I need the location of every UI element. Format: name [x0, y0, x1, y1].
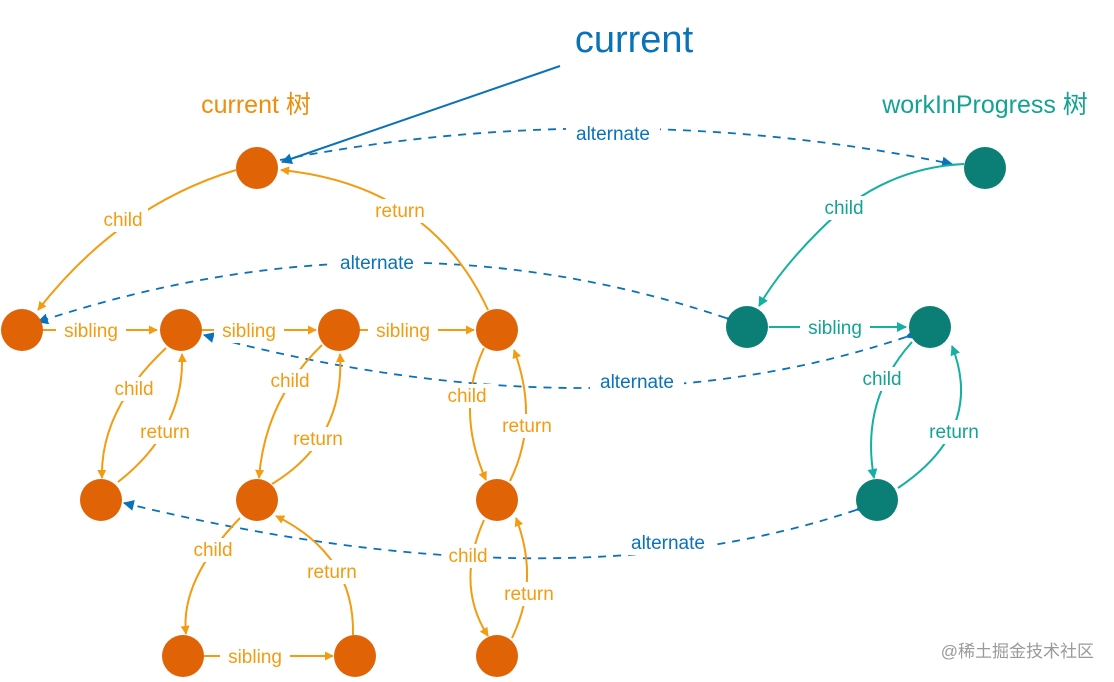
- current-node-c2: [160, 309, 202, 351]
- label-alternate-root: alternate: [576, 124, 650, 145]
- label-return-w3-w2: return: [929, 422, 979, 443]
- label-alternate-level1b: alternate: [600, 372, 674, 393]
- current-node-g1: [80, 479, 122, 521]
- wip-tree-label: workInProgress 树: [881, 91, 1088, 119]
- edge-return-g1-c2: [117, 353, 187, 483]
- label-return-h3-g3: return: [504, 584, 554, 605]
- edge-child-g3-h3: [469, 519, 489, 637]
- label-sibling-c1-c2: sibling: [64, 321, 118, 342]
- label-return-c4-root: return: [375, 201, 425, 222]
- label-child-wroot-w1: child: [824, 198, 863, 219]
- edge-child-g2-h1: [180, 517, 241, 635]
- current-node-g2: [236, 479, 278, 521]
- watermark: @稀土掘金技术社区: [941, 642, 1094, 661]
- label-return-g1-c2: return: [140, 422, 190, 443]
- current-pointer-arrow: [280, 65, 561, 164]
- edge-child-c4-g3: [469, 347, 487, 481]
- current-node-c3: [318, 309, 360, 351]
- label-sibling-c2-c3: sibling: [222, 321, 276, 342]
- edge-child-root-c1: [37, 169, 237, 311]
- label-child-c2-g1: child: [114, 379, 153, 400]
- label-alternate-level1: alternate: [340, 253, 414, 274]
- wip-node-w2: [909, 306, 951, 348]
- label-child-g2-h1: child: [193, 540, 232, 561]
- current-node-g3: [476, 479, 518, 521]
- current-node-h3: [476, 635, 518, 677]
- current-node-h2: [334, 635, 376, 677]
- edge-child-c3-g2: [255, 344, 323, 479]
- label-return-g2-c3: return: [293, 429, 343, 450]
- edge-child-w2-w3: [867, 341, 913, 479]
- label-child-c3-g2: child: [270, 371, 309, 392]
- alternate-edge-level1b: [202, 328, 918, 389]
- current-node-c4: [476, 309, 518, 351]
- edge-return-c4-root: [280, 166, 489, 311]
- label-child-g3-h3: child: [448, 546, 487, 567]
- wip-root-node: [964, 147, 1006, 189]
- label-sibling-c3-c4: sibling: [376, 321, 430, 342]
- alternate-edge-level2: [122, 500, 868, 560]
- wip-node-w1: [726, 306, 768, 348]
- label-return-h2-g2: return: [307, 562, 357, 583]
- current-node-c1: [1, 309, 43, 351]
- edge-return-w3-w2: [897, 345, 963, 489]
- label-child-w2-w3: child: [862, 369, 901, 390]
- edge-child-c2-g1: [97, 347, 167, 479]
- label-return-g3-c4: return: [502, 416, 552, 437]
- current-node-h1: [162, 635, 204, 677]
- label-child-c4-g3: child: [447, 386, 486, 407]
- label-sibling-w1-w2: sibling: [808, 318, 862, 339]
- edge-child-wroot-w1: [758, 163, 965, 307]
- label-child-root-c1: child: [103, 210, 142, 231]
- current-tree-label: current 树: [201, 91, 311, 119]
- label-alternate-level2: alternate: [631, 533, 705, 554]
- wip-node-w3: [856, 479, 898, 521]
- label-sibling-h1-h2: sibling: [228, 647, 282, 668]
- current-pointer-label: current: [575, 19, 694, 61]
- edge-return-h3-g3: [511, 517, 528, 639]
- current-root-node: [236, 147, 278, 189]
